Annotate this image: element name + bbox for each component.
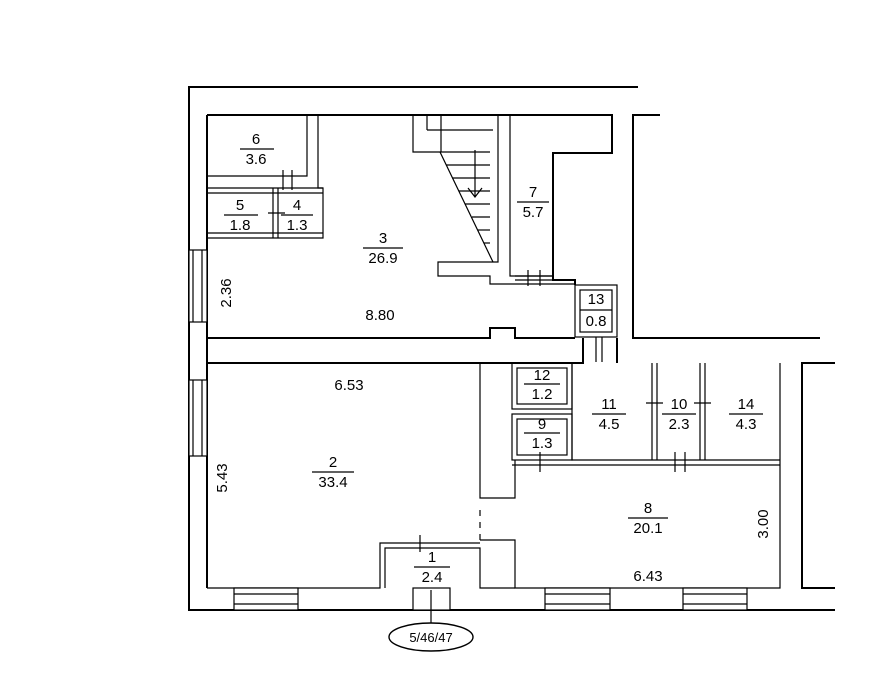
room-2-walls [206, 362, 781, 589]
room-14-label: 14 4.3 [729, 396, 763, 433]
room-11-number: 11 [601, 396, 617, 413]
room-1-number: 1 [428, 549, 436, 566]
room-8-label: 8 20.1 [628, 500, 668, 537]
room-7-label: 7 5.7 [517, 184, 549, 221]
room-2-number: 2 [329, 454, 337, 471]
room-9-label: 9 1.3 [524, 416, 560, 452]
room-13-area: 0.8 [586, 313, 607, 330]
room-3-label: 3 26.9 [363, 230, 403, 267]
small-rooms-walls [207, 115, 324, 239]
room-9-number: 9 [538, 416, 546, 433]
room-4-area: 1.3 [287, 217, 308, 234]
room-12-label: 12 1.2 [524, 367, 560, 403]
room-6-label: 6 3.6 [240, 131, 274, 168]
room-5-label: 5 1.8 [224, 197, 258, 234]
room-7-walls [509, 115, 553, 286]
room-6-area: 3.6 [246, 151, 267, 168]
room-13-walls [574, 284, 618, 362]
dim-room8-width: 6.43 [633, 568, 662, 585]
room-3-area: 26.9 [368, 250, 397, 267]
room-11-label: 11 4.5 [592, 396, 626, 433]
dimension-labels: 2.36 8.80 6.53 5.43 3.00 6.43 [214, 278, 772, 585]
dim-room8-height: 3.00 [755, 509, 772, 538]
room-5-area: 1.8 [230, 217, 251, 234]
room-14-area: 4.3 [736, 416, 757, 433]
room-8-number: 8 [644, 500, 652, 517]
room-2-area: 33.4 [318, 474, 347, 491]
room-12-area: 1.2 [532, 386, 553, 403]
entrance-tag: 5/46/47 [388, 622, 474, 652]
dim-room2-height: 5.43 [214, 463, 231, 492]
room-9-area: 1.3 [532, 435, 553, 452]
entrance-label: 5/46/47 [409, 630, 452, 645]
room-1-area: 2.4 [422, 569, 443, 586]
staircase [412, 115, 575, 285]
windows [188, 249, 748, 624]
room-labels: 6 3.6 5 1.8 4 1.3 3 26.9 7 5.7 13 0.8 [224, 131, 763, 586]
room-7-area: 5.7 [523, 204, 544, 221]
room-12-number: 12 [534, 367, 551, 384]
room-1-label: 1 2.4 [414, 549, 450, 586]
small-rooms-right [511, 362, 781, 472]
room-2-label: 2 33.4 [312, 454, 354, 491]
corridor-walls [207, 327, 618, 364]
dim-room3-height: 2.36 [218, 278, 235, 307]
room-8-area: 20.1 [633, 520, 662, 537]
outer-walls [188, 86, 835, 611]
room-4-number: 4 [293, 197, 301, 214]
room-11-area: 4.5 [599, 416, 620, 433]
dim-room3-width: 8.80 [365, 307, 394, 324]
dim-room2-width: 6.53 [334, 377, 363, 394]
room-10-area: 2.3 [669, 416, 690, 433]
room-6-number: 6 [252, 131, 260, 148]
room-4-label: 4 1.3 [281, 197, 313, 234]
room-14-number: 14 [738, 396, 755, 413]
room-5-number: 5 [236, 197, 244, 214]
room-13-number: 13 [588, 291, 605, 308]
room-7-number: 7 [529, 184, 537, 201]
room-3-number: 3 [379, 230, 387, 247]
room-10-number: 10 [671, 396, 688, 413]
room-13-label: 13 0.8 [586, 291, 607, 330]
room-10-label: 10 2.3 [662, 396, 696, 433]
